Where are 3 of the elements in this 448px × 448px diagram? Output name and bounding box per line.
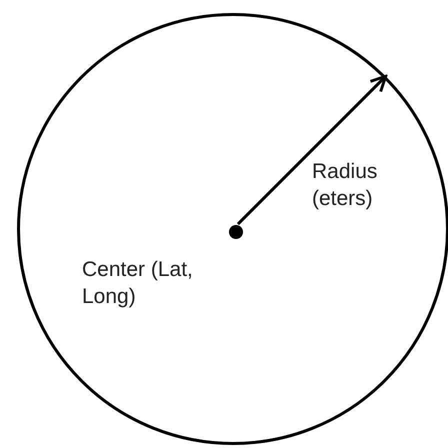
radius-arrow — [236, 74, 388, 226]
center-dot — [229, 225, 243, 239]
center-label: Center (Lat, Long) — [82, 257, 194, 310]
